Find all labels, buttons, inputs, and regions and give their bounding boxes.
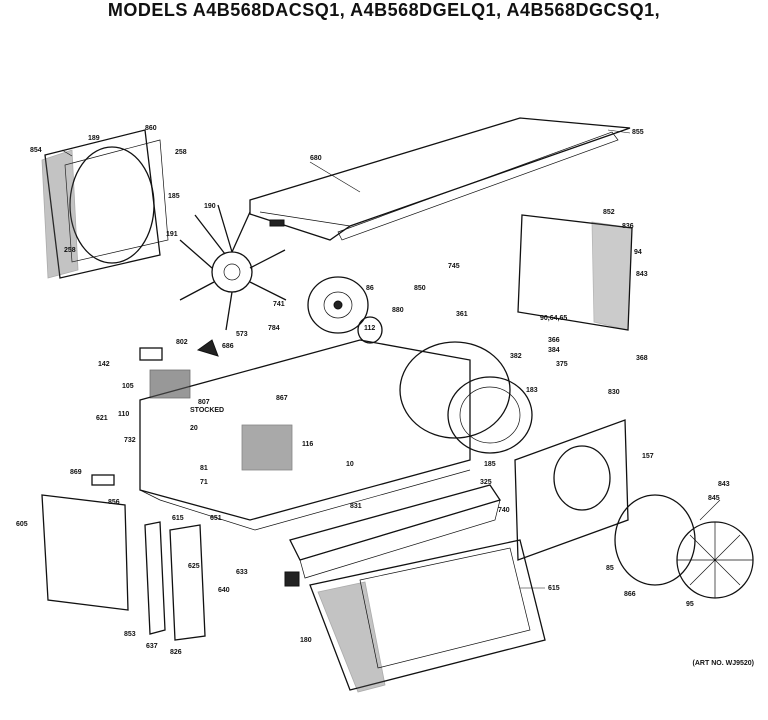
- blower-wheel: [399, 341, 533, 454]
- part-label: 190: [204, 203, 216, 210]
- part-label: 85: [606, 565, 614, 572]
- rear-fan: [614, 494, 754, 599]
- part-label: 637: [146, 643, 158, 650]
- part-label: 10: [346, 461, 354, 468]
- part-label: 867: [276, 395, 288, 402]
- diagram-title: MODELS A4B568DACSQ1, A4B568DGELQ1, A4B56…: [107, 0, 661, 20]
- part-label: 831: [350, 503, 362, 510]
- part-label: 191: [166, 231, 178, 238]
- part-label: 854: [30, 147, 42, 154]
- part-label: 258: [64, 247, 76, 254]
- part-label: 368: [636, 355, 648, 362]
- part-label: 745: [448, 263, 460, 270]
- part-label: 852: [603, 209, 615, 216]
- part-label: 573: [236, 331, 248, 338]
- part-label: 856: [108, 499, 120, 506]
- part-label: 20: [190, 425, 198, 432]
- part-label: 826: [170, 649, 182, 656]
- part-label: 830: [608, 389, 620, 396]
- part-label: 866: [624, 591, 636, 598]
- fan-motor: [307, 276, 383, 344]
- part-label: 112: [364, 325, 375, 332]
- switch-block: [139, 347, 163, 361]
- part-label: 110: [118, 411, 129, 418]
- part-label: 95: [686, 601, 694, 608]
- part-label: 869: [70, 469, 82, 476]
- part-label: 185: [484, 461, 496, 468]
- part-label: 680: [310, 155, 322, 162]
- part-label: 382: [510, 353, 522, 360]
- part-label: 375: [556, 361, 568, 368]
- part-number-labels: 854 189 860 258 185 258 680 855 190 191 …: [16, 125, 730, 656]
- side-channels: [144, 521, 206, 641]
- air-deflector-tray: [289, 484, 502, 579]
- part-label: 105: [122, 383, 134, 390]
- part-label: 651: [210, 515, 222, 522]
- part-label: 633: [236, 569, 248, 576]
- part-label: 361: [456, 311, 468, 318]
- part-label: 802: [176, 339, 188, 346]
- part-label: 621: [96, 415, 108, 422]
- part-label: 853: [124, 631, 136, 638]
- part-label: 189: [88, 135, 100, 142]
- part-label: 258: [175, 149, 187, 156]
- bracket-869: [91, 474, 115, 486]
- condenser-fan-left: [179, 204, 287, 331]
- part-label: 741: [273, 301, 285, 308]
- base-chassis: [139, 339, 471, 531]
- part-label: 855: [632, 129, 644, 136]
- art-number: (ART NO. WJ9520): [692, 660, 754, 667]
- part-label: 843: [636, 271, 648, 278]
- part-label: 157: [642, 453, 654, 460]
- part-label: 142: [98, 361, 110, 368]
- part-label: 686: [222, 343, 234, 350]
- rear-grille-left: [41, 129, 169, 279]
- part-label: 784: [268, 325, 280, 332]
- part-label: 845: [708, 495, 720, 502]
- part-label: 81: [200, 465, 208, 472]
- front-grille: [309, 539, 546, 693]
- part-label: 86: [366, 285, 374, 292]
- leader-lines: [61, 129, 721, 589]
- part-label: 384: [548, 347, 560, 354]
- part-label: 807: [198, 399, 210, 406]
- part-label: 732: [124, 437, 136, 444]
- part-label: 850: [414, 285, 426, 292]
- part-label: 640: [218, 587, 230, 594]
- part-label: 94: [634, 249, 642, 256]
- part-label: 615: [548, 585, 560, 592]
- part-label: 605: [16, 521, 28, 528]
- part-label: 843: [718, 481, 730, 488]
- left-cabinet-side: [41, 494, 129, 611]
- part-label: 625: [188, 563, 200, 570]
- part-label: 740: [498, 507, 510, 514]
- part-label: 860: [145, 125, 157, 132]
- part-label: 615: [172, 515, 184, 522]
- knob-block: [284, 571, 300, 587]
- part-label: 366: [548, 337, 560, 344]
- right-side-panel: [517, 214, 633, 331]
- part-label: STOCKED: [190, 407, 224, 414]
- part-label: 183: [526, 387, 538, 394]
- part-label: 836: [622, 223, 634, 230]
- part-label: 116: [302, 441, 313, 448]
- wedge-part: [196, 339, 219, 357]
- top-cover-panel: [249, 117, 631, 241]
- part-label: 180: [300, 637, 312, 644]
- orifice-panel: [514, 419, 629, 561]
- part-label: 880: [392, 307, 404, 314]
- part-label: 71: [200, 479, 208, 486]
- part-label: 325: [480, 479, 492, 486]
- part-label: 90,64,65: [540, 315, 567, 322]
- part-label: 185: [168, 193, 180, 200]
